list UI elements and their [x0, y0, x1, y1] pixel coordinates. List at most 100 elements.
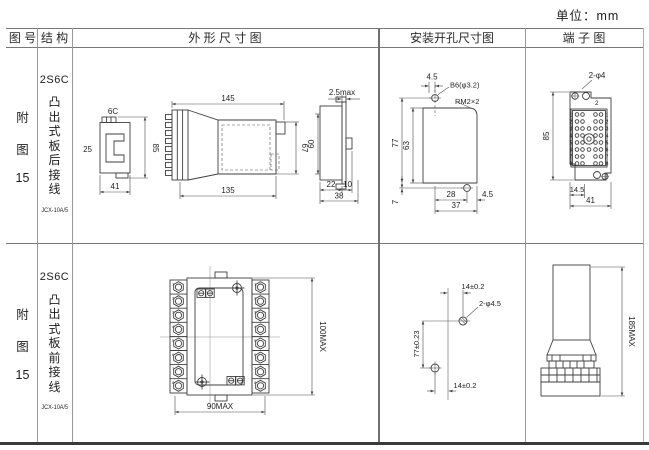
page-bottom-rule — [0, 442, 649, 445]
terminal-number: 1 — [606, 112, 609, 118]
dim-label: 135 — [221, 186, 235, 195]
structure-char: 出 — [48, 307, 61, 322]
structure-char: 板 — [48, 138, 61, 153]
dim-label: 25 — [83, 145, 92, 154]
dim-label: 67 — [300, 144, 309, 153]
header-mounting: 安装开孔尺寸图 — [409, 31, 494, 45]
terminal-number: 5 — [570, 140, 573, 146]
hole-spec-label: 2-φ4 — [589, 71, 606, 80]
hole-spec-label: 2-φ4.5 — [479, 299, 501, 308]
structure-char: 凸 — [48, 95, 61, 110]
terminal-number: 1 — [570, 112, 573, 118]
terminal-number: 5 — [254, 338, 257, 343]
structure-char: 线 — [48, 182, 61, 197]
dim-label: 2.5max — [329, 88, 355, 97]
terminal-number: 6 — [172, 352, 175, 357]
dim-label: 4.5 — [426, 73, 438, 82]
terminal-number: 6 — [570, 147, 573, 153]
fig-char: 附 — [16, 308, 29, 322]
dim-label: 4.5 — [482, 190, 494, 199]
header-outline: 外 形 尺 寸 图 — [188, 31, 262, 45]
terminal-number: 7 — [254, 366, 257, 371]
dim-label: 38 — [335, 192, 344, 201]
dim-label: 10 — [343, 180, 352, 189]
terminal-number: 4 — [172, 324, 175, 329]
dim-label: 41 — [111, 182, 120, 191]
structure-char: 式 — [48, 321, 61, 336]
row-separator — [6, 243, 644, 244]
dim-label: 60 — [307, 139, 316, 148]
terminal-number: 8 — [254, 380, 257, 385]
fig-char: 图 — [16, 340, 29, 354]
dim-label: 41 — [586, 196, 595, 205]
fig-number: 15 — [15, 368, 30, 382]
structure-code: JCX-10A/5 — [41, 206, 68, 214]
dim-label: 85 — [151, 144, 160, 153]
dim-label: 90MAX — [207, 402, 234, 411]
structure-char: 接 — [48, 167, 61, 182]
terminal-diagram-row2: 185MAX — [540, 264, 636, 397]
dim-label: 14±0.2 — [454, 381, 477, 390]
row1-structure: 2S6C 凸 出 式 板 后 接 线 JCX-10A/5 — [37, 48, 72, 243]
terminal-number: 1 — [172, 282, 175, 287]
terminal-number: 3 — [172, 310, 175, 315]
dim-label: 100MAX — [318, 321, 327, 352]
header-bottom-border — [6, 47, 644, 48]
outline-drawing-row2: 100MAX 90MAX 1 2 3 4 5 6 7 8 1 2 3 4 5 6… — [160, 266, 327, 415]
terminal-number: 6 — [254, 352, 257, 357]
structure-char: 出 — [48, 109, 61, 124]
structure-model: 2S6C — [39, 271, 70, 284]
dim-label: 7 — [391, 199, 400, 204]
post-label: 2 — [595, 100, 599, 107]
terminal-number: 6 — [606, 147, 609, 153]
terminal-number: 5 — [172, 338, 175, 343]
dim-label: 28 — [447, 190, 456, 199]
col-divider-2 — [72, 28, 73, 442]
structure-model: 2S6C — [39, 73, 70, 86]
header-terminal: 端 子 图 — [562, 31, 606, 45]
terminal-number: 2 — [570, 119, 573, 125]
terminal-number: 3 — [606, 126, 609, 132]
terminal-number: 4 — [254, 324, 257, 329]
dim-label: 77±0.23 — [412, 330, 421, 357]
terminal-number: 8 — [172, 380, 175, 385]
fig-char: 图 — [16, 142, 29, 157]
terminal-number: 7 — [606, 154, 609, 160]
row2-structure: 2S6C 凸 出 式 板 前 接 线 JCX-10A/5 — [37, 244, 72, 442]
structure-char: 前 — [48, 350, 61, 365]
col-divider-1 — [37, 28, 38, 442]
terminal-number: 3 — [570, 126, 573, 132]
structure-char: 后 — [48, 153, 61, 168]
terminal-number: 2 — [172, 296, 175, 301]
col-divider-4 — [525, 28, 526, 442]
structure-char: 式 — [48, 124, 61, 139]
table-right-border — [643, 28, 644, 442]
terminal-number: 3 — [254, 310, 257, 315]
outline-drawing-row1: 6C 25 85 41 145 67 135 2.5max 60 22 10 3… — [83, 88, 360, 204]
dim-label: 63 — [402, 141, 411, 150]
terminal-number: 7 — [172, 366, 175, 371]
terminal-number: 4 — [570, 133, 573, 139]
tap-spec-label: RM2×2 — [455, 97, 479, 106]
dim-label: 14.5 — [570, 185, 585, 194]
dim-label: 145 — [221, 94, 235, 103]
row1-figure-no: 附 图 15 — [8, 48, 37, 243]
terminal-number: 2 — [606, 119, 609, 125]
terminal-number: 8 — [606, 161, 609, 167]
terminal-number: 8 — [570, 161, 573, 167]
terminal-number: 2 — [254, 296, 257, 301]
structure-char: 板 — [48, 336, 61, 351]
terminal-diagram-row1: 2-φ4 2 85 14.5 41 1 2 3 4 5 6 7 8 1 2 3 … — [542, 71, 612, 209]
fig-number: 15 — [15, 170, 30, 185]
structure-char: 凸 — [48, 292, 61, 307]
hole-spec-label: B6(φ3.2) — [450, 81, 480, 90]
structure-char: 线 — [48, 379, 61, 394]
fig-char: 附 — [16, 110, 29, 125]
header-structure: 结 构 — [40, 31, 69, 45]
terminal-number: 4 — [606, 133, 609, 139]
col-divider-3 — [378, 28, 380, 442]
terminal-number: 7 — [570, 154, 573, 160]
header-figure-no: 图 号 — [8, 31, 37, 45]
structure-char: 接 — [48, 365, 61, 380]
row2-figure-no: 附 图 15 — [8, 244, 37, 442]
